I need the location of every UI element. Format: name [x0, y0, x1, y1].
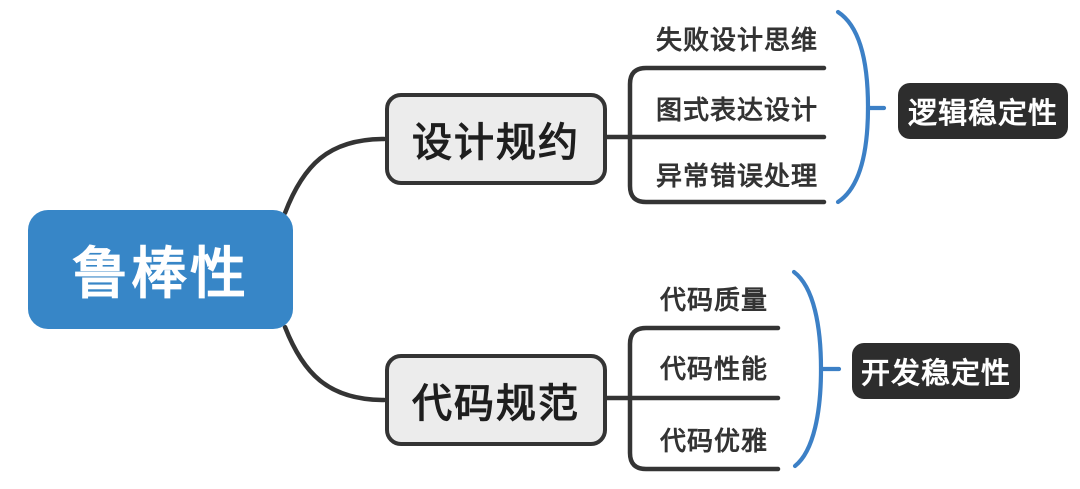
- child-topic-schema-expression-design[interactable]: 图式表达设计: [655, 95, 818, 125]
- root-topic[interactable]: 鲁棒性: [28, 210, 293, 329]
- branch-topic-code-label: 代码规范: [412, 382, 580, 426]
- branch-topic-design-label: 设计规约: [412, 121, 580, 165]
- summary-topic-logic-stability-label: 逻辑稳定性: [907, 98, 1058, 130]
- logic-summary-brace: [835, 9, 871, 205]
- child-topic-code-quality[interactable]: 代码质量: [659, 285, 768, 315]
- root-topic-label: 鲁棒性: [72, 242, 249, 305]
- branch-topic-design[interactable]: 设计规约: [385, 93, 607, 185]
- branch-topic-code[interactable]: 代码规范: [385, 354, 607, 446]
- child-topic-exception-error-handling[interactable]: 异常错误处理: [655, 161, 818, 191]
- child-topic-failure-design-thinking[interactable]: 失败设计思维: [655, 25, 818, 55]
- child-topic-code-elegance[interactable]: 代码优雅: [659, 426, 768, 456]
- summary-topic-dev-stability-label: 开发稳定性: [860, 358, 1011, 390]
- summary-topic-logic-stability[interactable]: 逻辑稳定性: [898, 83, 1068, 139]
- connector-root-to-code: [282, 324, 387, 403]
- connector-root-to-design: [282, 136, 387, 216]
- child-topic-code-performance[interactable]: 代码性能: [659, 354, 768, 384]
- summary-topic-dev-stability[interactable]: 开发稳定性: [852, 343, 1020, 399]
- dev-summary-brace: [791, 269, 824, 469]
